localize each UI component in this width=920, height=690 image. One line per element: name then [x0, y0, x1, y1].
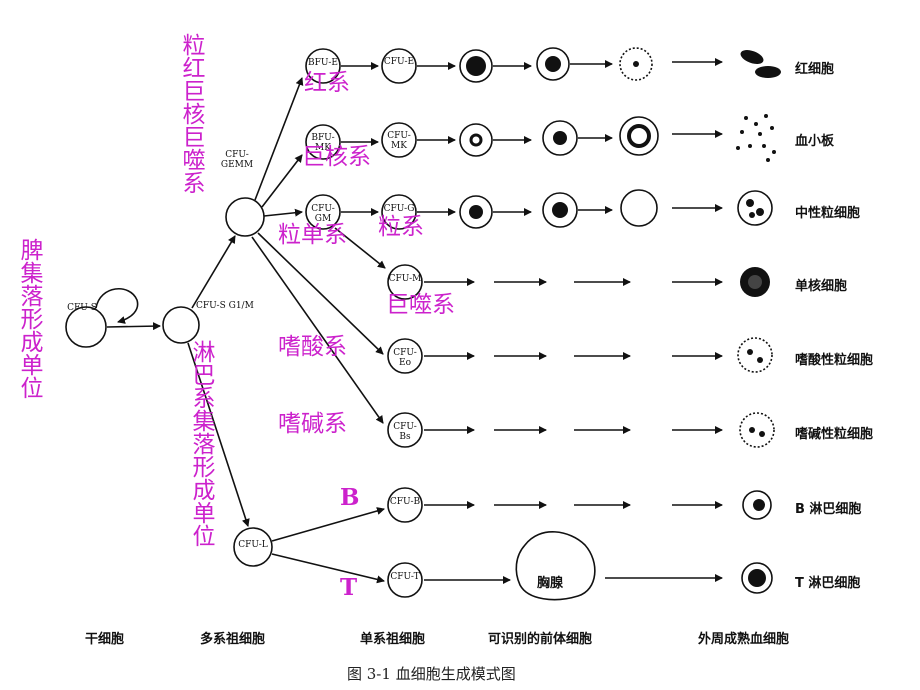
b-line-annotation: B: [340, 484, 360, 511]
cfu-g-label: CFU-G: [383, 204, 415, 214]
cfu-m-label: CFU-M: [388, 274, 422, 284]
cfu-b-circle: [387, 487, 423, 523]
arrow-gemm-cfu-eo: [257, 232, 384, 355]
multi-column-label: 多系祖细胞: [200, 632, 266, 647]
monocyte-label: 单核细胞: [795, 279, 848, 294]
arrow-gemm-bfu-mk: [261, 154, 303, 208]
cfu-b-label: CFU-B: [389, 497, 421, 507]
cfu-e-circle: [381, 48, 417, 84]
cfu-gemm-label: CFU-GEMM: [220, 150, 254, 170]
rbc-label: 红细胞: [795, 62, 835, 77]
cfu-gm-circle: [305, 194, 341, 230]
cfu-l-label: CFU-L: [238, 540, 268, 550]
platelet-label: 血小板: [795, 134, 835, 149]
arrow-stem-to-g1m: [106, 322, 161, 331]
eosinophil-label: 嗜酸性粒细胞: [795, 353, 874, 368]
cfu-t-label: CFU-T: [390, 572, 420, 582]
cfu-bs-label: CFU-Bs: [393, 422, 417, 442]
lymphoid-colony-annotation: 淋巴系集落形成单位: [192, 340, 216, 550]
basophil-label: 嗜碱性粒细胞: [795, 427, 874, 442]
erythroid-annotation: 红系: [304, 70, 350, 96]
arrow-gemm-cfu-bs: [251, 236, 384, 424]
cfu-m-circle: [387, 264, 423, 300]
single-column-label: 单系祖细胞: [360, 632, 426, 647]
basophil-line-annotation: 嗜碱系: [278, 411, 347, 437]
bfu-e-circle: [305, 48, 341, 84]
cfu-s-g1m-circle: [162, 306, 200, 344]
self-renewal-arrow: [95, 287, 139, 324]
granulocyte-annotation: 粒系: [378, 214, 424, 240]
cfu-l-circle: [233, 527, 273, 567]
stem-column-label: 干细胞: [85, 632, 125, 647]
cfu-eo-label: CFU-Eo: [393, 348, 417, 368]
bfu-mk-circle: [305, 124, 341, 160]
cfu-s-stem-label: CFU-S: [67, 303, 97, 313]
bfu-mk-label: BFU-MK: [311, 133, 335, 153]
cfu-mk-label: CFU-MK: [387, 131, 411, 151]
myeloid-colony-annotation: 粒红巨核巨噬系: [182, 33, 206, 197]
spleen-colony-annotation: 脾集落形成单位: [20, 238, 44, 402]
eosinophil-line-annotation: 嗜酸系: [278, 334, 347, 360]
macrophage-annotation: 巨噬系: [386, 292, 455, 318]
cfu-mk-circle: [381, 122, 417, 158]
arrow-l-t: [271, 553, 385, 584]
bfu-e-label: BFU-E: [308, 58, 338, 68]
arrow-l-b: [271, 507, 385, 542]
cfu-e-label: CFU-E: [383, 57, 415, 67]
megakaryocyte-annotation: 巨核系: [302, 144, 371, 170]
cfu-s-g1m-label: CFU-S G1/M: [196, 301, 254, 311]
mature-column-label: 外周成熟血细胞: [698, 632, 790, 647]
thymus-label: 胸腺: [537, 576, 564, 591]
arrow-to-gemm: [191, 235, 236, 309]
b-lymph-label: B 淋巴细胞: [795, 502, 862, 517]
cfu-g-circle: [381, 194, 417, 230]
granulo-mono-annotation: 粒单系: [278, 222, 347, 248]
neutrophil-label: 中性粒细胞: [795, 206, 861, 221]
arrow-to-cfu-l: [187, 342, 250, 527]
stem-cell-circle: [65, 306, 107, 348]
cfu-eo-circle: [387, 338, 423, 374]
thymus-shape: [515, 531, 596, 601]
arrow-gemm-bfu-e: [254, 77, 304, 201]
t-line-annotation: T: [340, 574, 358, 601]
t-lymph-label: T 淋巴细胞: [795, 576, 861, 591]
precursor-column-label: 可识别的前体细胞: [488, 632, 593, 647]
cfu-t-circle: [387, 562, 423, 598]
figure-caption: 图 3-1 血细胞生成模式图: [347, 665, 516, 683]
cfu-gemm-circle: [225, 197, 265, 237]
cfu-bs-circle: [387, 412, 423, 448]
cfu-gm-label: CFU-GM: [311, 204, 335, 224]
arrow-gemm-cfu-gm: [263, 208, 303, 217]
